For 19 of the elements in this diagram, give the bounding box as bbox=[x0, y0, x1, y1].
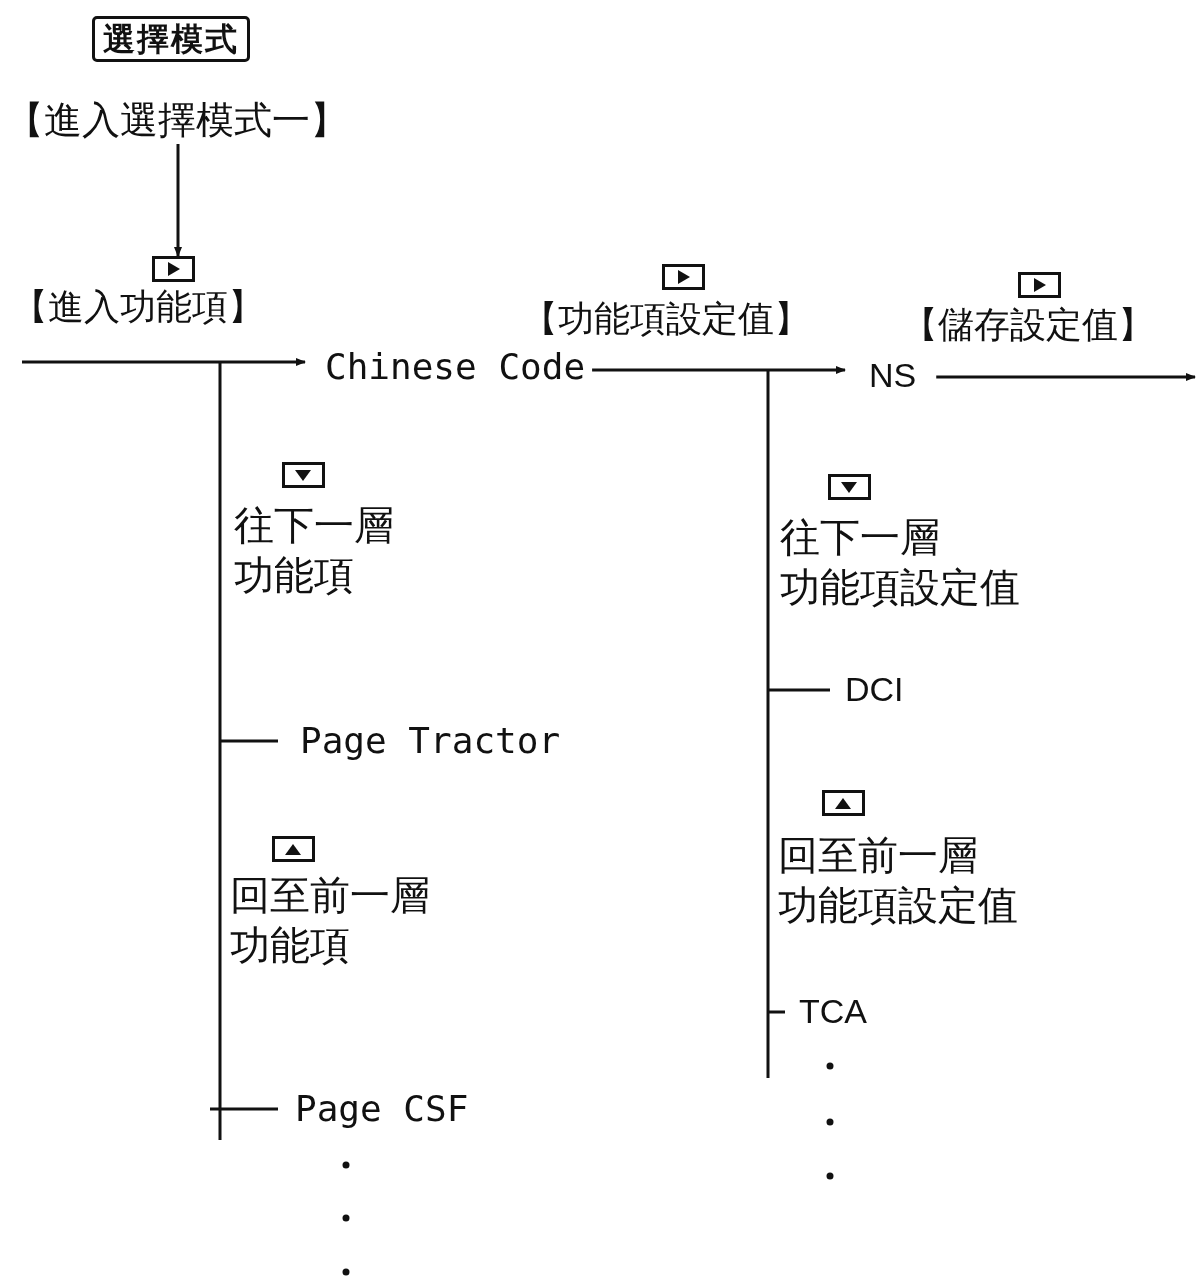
arrow bbox=[22, 358, 306, 366]
option-text: DCI bbox=[830, 668, 904, 711]
option-text: 【進入選擇模式一】 bbox=[6, 96, 348, 144]
note-text: 往下一層功能項 bbox=[234, 501, 394, 600]
branch-line bbox=[766, 368, 832, 1080]
arrow bbox=[592, 366, 846, 374]
arrow bbox=[174, 144, 182, 257]
note-text: 回至前一層功能項設定值 bbox=[778, 831, 1018, 930]
option-text: Page Tractor bbox=[278, 718, 561, 763]
arrow bbox=[936, 373, 1196, 381]
option-text: Page CSF bbox=[278, 1086, 469, 1131]
branch-line bbox=[208, 360, 280, 1142]
note-text: 往下一層功能項設定值 bbox=[780, 513, 1020, 612]
option-text: NS bbox=[845, 354, 937, 397]
option-text: Chinese Code bbox=[305, 344, 593, 389]
right-key-icon bbox=[152, 256, 196, 282]
option-text: TCA bbox=[785, 990, 867, 1033]
title-box: 選擇模式 bbox=[92, 16, 250, 62]
note-text: 回至前一層功能項 bbox=[230, 871, 430, 970]
